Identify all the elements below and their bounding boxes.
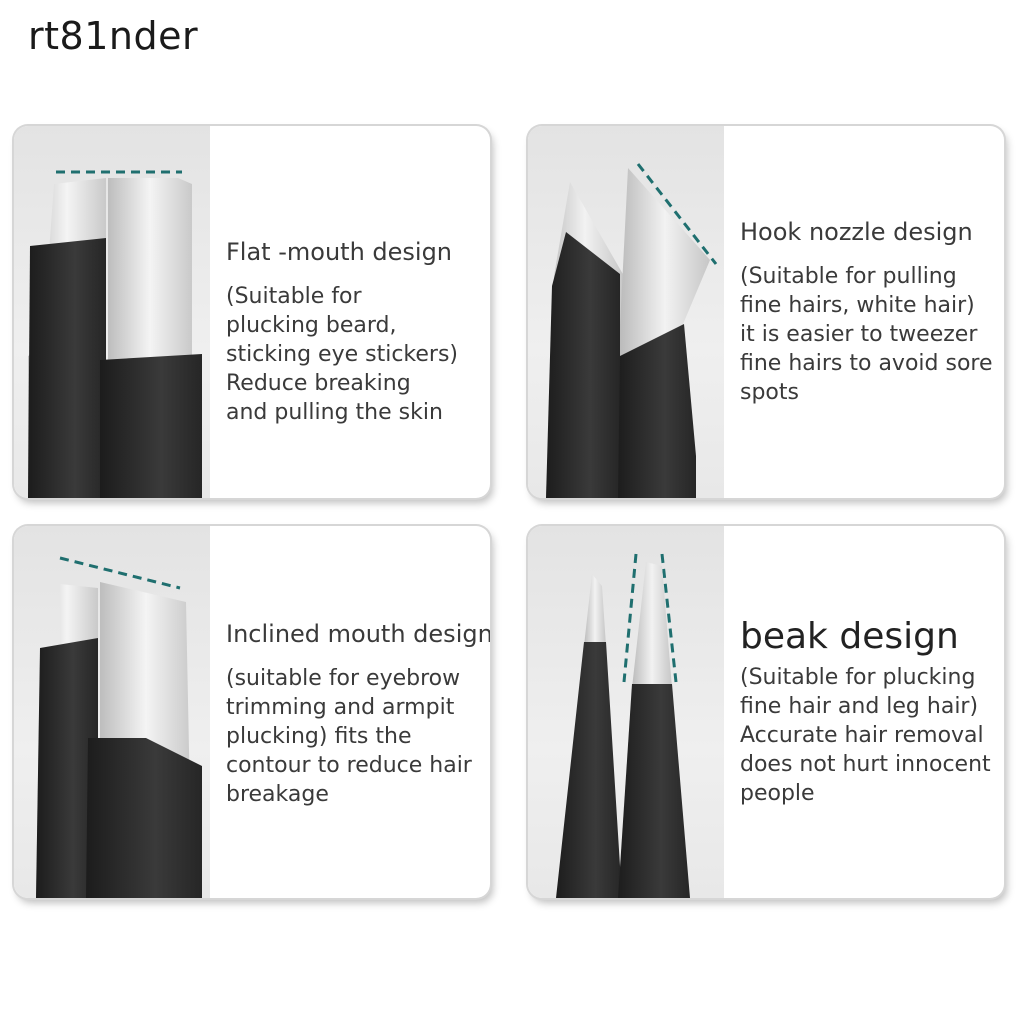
hook-tip-tweezer-icon xyxy=(528,126,724,498)
pointed-tip-tweezer-icon xyxy=(528,526,724,898)
card-title: Inclined mouth design xyxy=(226,620,490,648)
card-flat-mouth: Flat -mouth design (Suitable for pluckin… xyxy=(14,126,490,498)
card-title: beak design xyxy=(740,616,959,657)
card-description: (suitable for eyebrow trimming and armpi… xyxy=(226,666,472,807)
card-description: (Suitable for plucking beard, sticking e… xyxy=(226,284,459,425)
card-title: Hook nozzle design xyxy=(740,218,973,246)
card-beak: beak design (Suitable for plucking fine … xyxy=(528,526,1004,898)
flat-tip-tweezer-icon xyxy=(14,126,210,498)
card-description: (Suitable for pulling fine hairs, white … xyxy=(740,264,993,405)
slant-tip-tweezer-icon xyxy=(14,526,210,898)
card-inclined-mouth: Inclined mouth design (suitable for eyeb… xyxy=(14,526,490,898)
brand-watermark: rt81nder xyxy=(28,14,199,58)
card-hook-nozzle: Hook nozzle design (Suitable for pulling… xyxy=(528,126,1004,498)
card-description: (Suitable for plucking fine hair and leg… xyxy=(740,665,991,806)
card-title: Flat -mouth design xyxy=(226,238,453,266)
